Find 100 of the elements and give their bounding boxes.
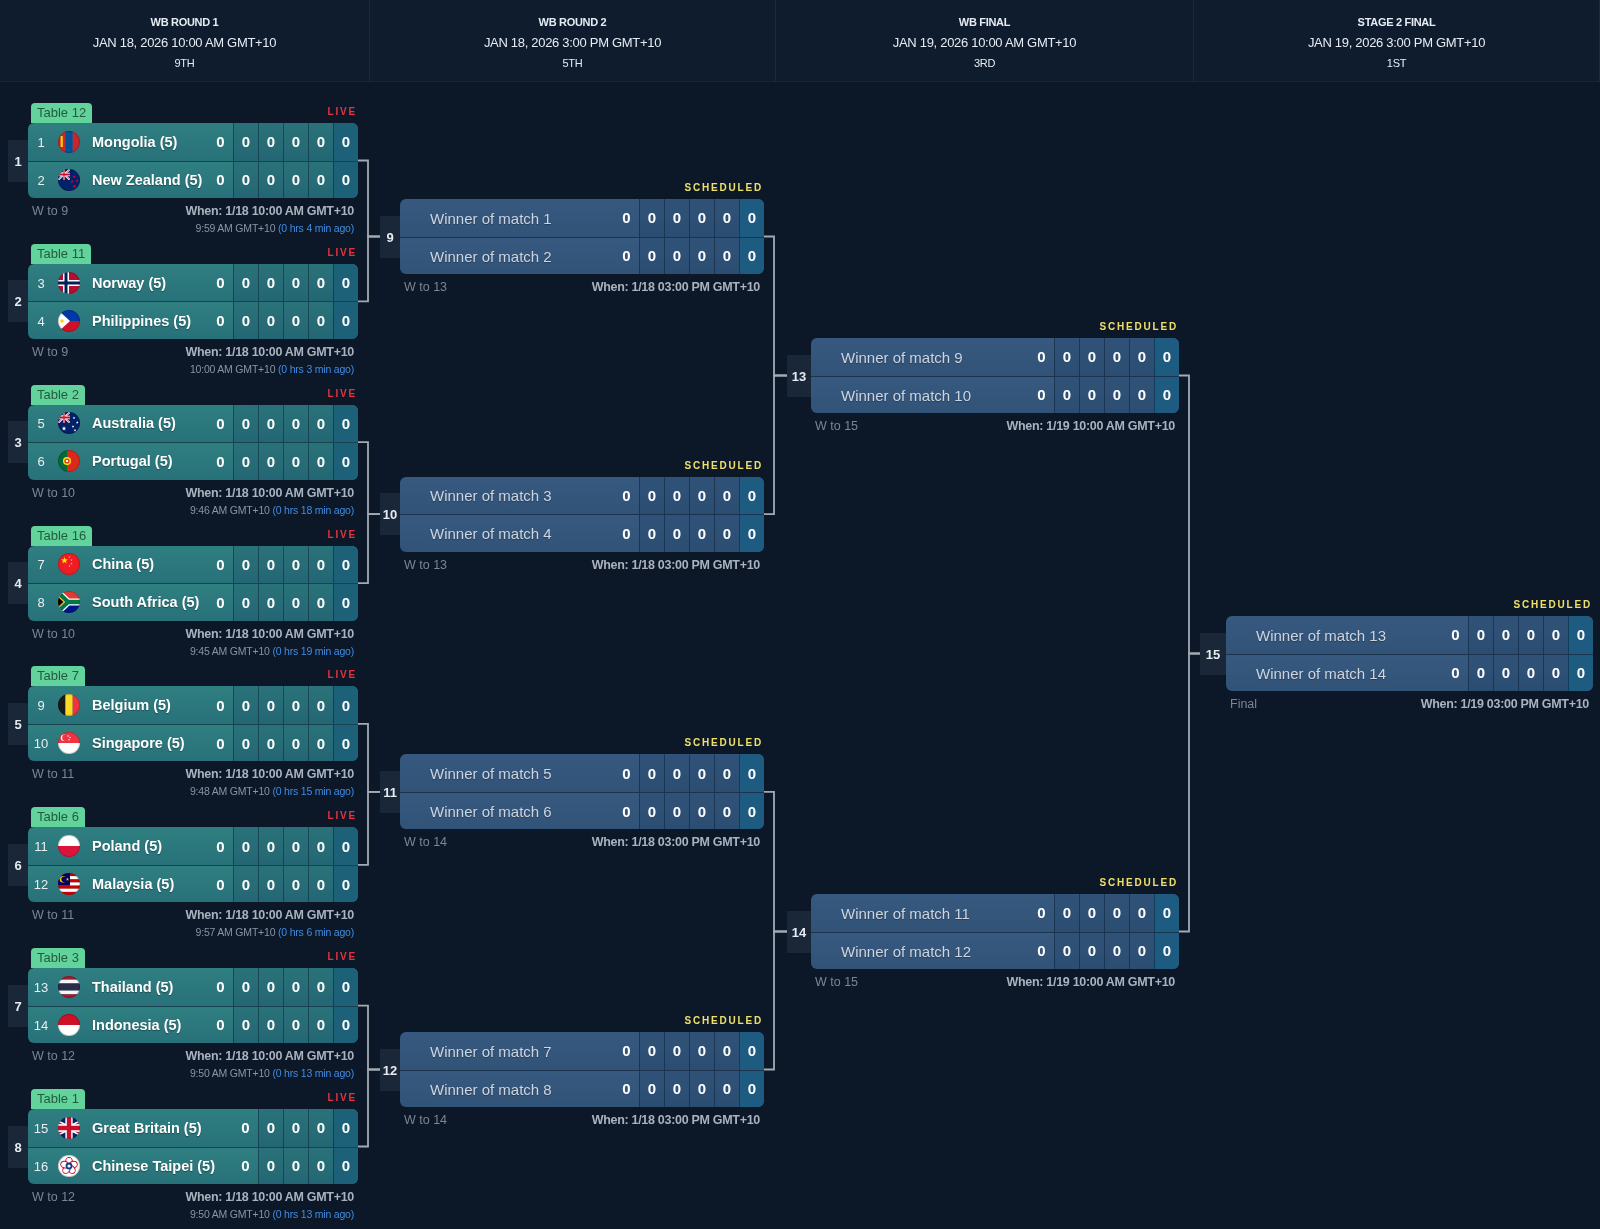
score: 0	[621, 246, 632, 267]
team-name: Australia (5)	[92, 415, 176, 432]
match-number: 1	[14, 153, 22, 168]
slot-row	[1226, 653, 1593, 691]
score: 0	[283, 161, 308, 198]
score: 0	[1054, 338, 1079, 376]
team-name: New Zealand (5)	[92, 171, 203, 188]
match-number: 14	[791, 924, 807, 939]
score: 0	[714, 476, 739, 515]
score: 0	[233, 584, 258, 621]
team-row	[28, 1005, 358, 1044]
seed-number: 15	[33, 1120, 49, 1136]
score: 0	[283, 968, 308, 1006]
score: 0	[1518, 654, 1543, 691]
score: 0	[240, 1156, 251, 1177]
bracket-line	[357, 790, 381, 866]
team-name: Chinese Taipei (5)	[92, 1157, 215, 1174]
score: 0	[1079, 338, 1104, 376]
score: 0	[333, 161, 358, 198]
score: 0	[1154, 376, 1179, 413]
team-row	[28, 723, 358, 762]
match-time: When: 1/18 10:00 AM GMT+10	[185, 204, 354, 219]
score: 0	[1493, 654, 1518, 691]
status-label: LIVE	[327, 387, 357, 400]
score: 0	[1104, 376, 1129, 413]
score: 0	[639, 199, 664, 237]
match-time: When: 1/18 03:00 PM GMT+10	[591, 557, 760, 573]
score: 0	[215, 592, 226, 613]
score: 0	[689, 515, 714, 552]
match-card	[380, 754, 764, 830]
score: 0	[1036, 903, 1047, 924]
advance-note: W to 13	[404, 280, 448, 295]
score: 0	[1104, 894, 1129, 932]
score: 0	[664, 237, 689, 274]
status-label: LIVE	[327, 106, 357, 118]
score: 0	[639, 1032, 664, 1070]
score: 0	[1079, 376, 1104, 413]
score: 0	[333, 1147, 358, 1184]
score: 0	[283, 1006, 308, 1044]
slot-row	[400, 1032, 764, 1070]
score: 0	[308, 263, 333, 302]
seed-number: 8	[37, 594, 45, 610]
round-date: JAN 19, 2026 10:00 AM GMT+10	[892, 35, 1077, 51]
score: 0	[664, 199, 689, 237]
match-time: When: 1/18 10:00 AM GMT+10	[185, 626, 354, 642]
seed-number: 2	[37, 172, 45, 188]
team-row	[28, 827, 358, 865]
start-time: 9:50 AM GMT+10	[189, 1067, 270, 1080]
table-badge: Table 16	[31, 525, 93, 546]
score: 0	[333, 724, 358, 762]
table-badge: Table 7	[31, 666, 85, 687]
score: 0	[333, 827, 358, 865]
advance-note: W to 12	[32, 1049, 76, 1065]
score: 0	[333, 1109, 358, 1147]
score: 0	[233, 443, 258, 480]
advance-note: W to 12	[32, 1190, 76, 1205]
score: 0	[664, 1032, 689, 1070]
advance-note: W to 10	[32, 626, 76, 642]
score: 0	[233, 1006, 258, 1044]
score: 0	[1468, 654, 1493, 691]
score: 0	[739, 199, 764, 237]
score: 0	[308, 1147, 333, 1184]
bracket-line	[1178, 652, 1201, 933]
score: 0	[621, 485, 632, 506]
team-name: Malaysia (5)	[92, 876, 175, 893]
slot-row	[1226, 616, 1593, 654]
match-card	[8, 827, 358, 903]
elapsed-link: (0 hrs 13 min ago)	[272, 1208, 354, 1220]
score: 0	[258, 686, 283, 724]
score: 0	[258, 827, 283, 865]
score: 0	[689, 1032, 714, 1070]
score: 0	[689, 792, 714, 830]
score: 0	[689, 1070, 714, 1107]
team-name: South Africa (5)	[92, 594, 200, 611]
team-name: Poland (5)	[92, 838, 163, 855]
score: 0	[739, 1070, 764, 1107]
round-title: WB ROUND 1	[150, 15, 219, 29]
start-time: 9:50 AM GMT+10	[189, 1208, 270, 1220]
score: 0	[283, 263, 308, 302]
seed-number: 4	[37, 313, 45, 329]
score: 0	[283, 1109, 308, 1147]
match-number: 3	[14, 434, 22, 450]
score: 0	[258, 123, 283, 161]
slot-name: Winner of match 11	[841, 904, 970, 922]
team-row	[28, 442, 358, 480]
slot-name: Winner of match 5	[430, 764, 552, 782]
score: 0	[233, 686, 258, 724]
score: 0	[621, 1079, 632, 1100]
match-number: 12	[382, 1062, 398, 1077]
score: 0	[333, 584, 358, 621]
score: 0	[283, 123, 308, 161]
score: 0	[215, 695, 226, 716]
start-time: 9:48 AM GMT+10	[189, 785, 270, 798]
advance-note: W to 15	[815, 419, 859, 434]
team-name: Thailand (5)	[92, 978, 174, 995]
score: 0	[1104, 338, 1129, 376]
match-number: 7	[14, 998, 22, 1014]
advance-note: W to 14	[404, 1113, 448, 1128]
round-placement: 5TH	[562, 56, 583, 70]
slot-row	[400, 791, 764, 830]
